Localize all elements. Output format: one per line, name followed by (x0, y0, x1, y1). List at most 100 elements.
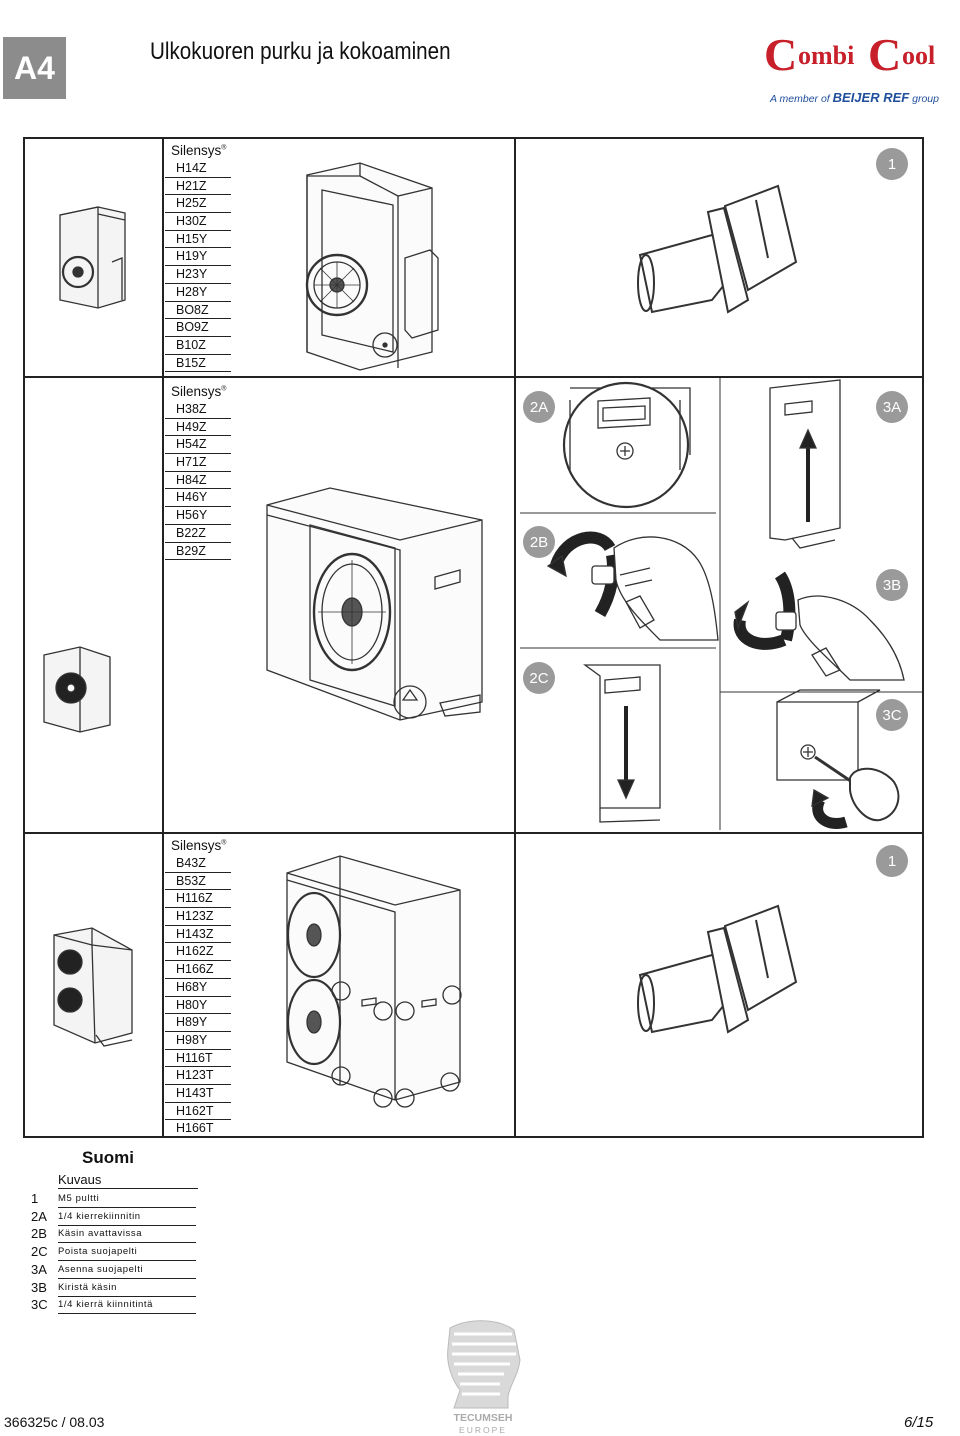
model-code: H28Y (165, 284, 231, 302)
unit-drawing-large (286, 855, 462, 1108)
model-code: H143T (165, 1085, 231, 1103)
step-2c-panel (583, 664, 661, 823)
bolt-drawing-3 (637, 904, 798, 1034)
step-3a-panel (769, 379, 841, 549)
model-code: H23Y (165, 266, 231, 284)
legend-row: 2A 1/4 kierrekiinnitin (28, 1208, 198, 1226)
model-code: H49Z (165, 419, 231, 437)
legend-key: 2C (31, 1244, 48, 1260)
model-code: B29Z (165, 543, 231, 561)
legend-language: Suomi (82, 1148, 134, 1167)
legend-row: 2B Käsin avattavissa (28, 1225, 198, 1244)
step-3a-marker: 3A (876, 391, 908, 423)
page-number: 6/15 (904, 1414, 934, 1431)
model-code: H123T (165, 1067, 231, 1085)
model-code: H162T (165, 1103, 231, 1121)
legend-key: 2B (31, 1226, 47, 1242)
legend-description: Käsin avattavissa (58, 1228, 196, 1244)
step-3c-marker: 3C (876, 699, 908, 731)
legend-key: 3C (31, 1297, 48, 1313)
model-code: B43Z (165, 855, 231, 873)
model-code: H80Y (165, 997, 231, 1015)
brand-label: Silensys® (171, 143, 227, 158)
step-2b-hand (546, 531, 719, 641)
model-code: H19Y (165, 248, 231, 267)
step-3c-screwdriver (776, 689, 900, 829)
unit-thumbnail-large (53, 927, 133, 1047)
legend-row: 1 M5 pultti (28, 1190, 198, 1208)
unit-drawing-small (305, 162, 439, 371)
legend-description: 1/4 kierrä kiinnitintä (58, 1299, 196, 1315)
bolt-drawing-1 (637, 184, 798, 314)
page-title: Ulkokuoren purku ja kokoaminen (150, 38, 451, 65)
model-code: H56Y (165, 507, 231, 525)
step-2a-marker: 2A (523, 391, 555, 423)
unit-thumbnail-medium (43, 646, 111, 733)
model-code: H116Z (165, 890, 231, 909)
unit-drawing-medium (266, 487, 483, 721)
model-code: B22Z (165, 525, 231, 543)
model-code: B15Z (165, 355, 231, 373)
model-code: H116T (165, 1050, 231, 1068)
model-code: H89Y (165, 1014, 231, 1032)
model-code: H143Z (165, 926, 231, 944)
combi-cool-logo: C ombi C ool A member of BEIJER REF grou… (764, 29, 939, 105)
model-code: H166T (165, 1120, 231, 1138)
model-code: H46Y (165, 489, 231, 508)
legend-key: 3B (31, 1279, 47, 1295)
model-code: H38Z (165, 401, 231, 419)
legend-key: 2A (31, 1208, 47, 1224)
model-code: H166Z (165, 961, 231, 979)
legend-key: 1 (31, 1191, 39, 1206)
logo-ool: ool (902, 41, 935, 70)
logo-ombi: ombi (798, 41, 854, 70)
legend-row: 3B Kiristä käsin (28, 1279, 198, 1297)
model-code: H15Y (165, 231, 231, 249)
legend-row: 2C Poista suojapelti (28, 1243, 198, 1262)
model-code: H14Z (165, 160, 231, 178)
legend-key: 3A (31, 1261, 47, 1277)
step-1-marker-bottom: 1 (876, 845, 908, 877)
model-code: H123Z (165, 908, 231, 926)
model-code: H98Y (165, 1032, 231, 1050)
brand-label: Silensys® (171, 384, 227, 399)
step-3b-marker: 3B (876, 569, 908, 601)
step-1-marker: 1 (876, 148, 908, 180)
tecumseh-name: TECUMSEH (454, 1412, 513, 1424)
legend-description: M5 pultti (58, 1193, 196, 1208)
legend-description: Kiristä käsin (58, 1282, 196, 1297)
section-badge: A4 (3, 37, 66, 99)
model-code: H21Z (165, 178, 231, 196)
model-code: H25Z (165, 195, 231, 214)
unit-thumbnail-small (59, 206, 126, 309)
model-code: BO8Z (165, 302, 231, 320)
model-code: H68Y (165, 979, 231, 997)
legend-header: Kuvaus (58, 1172, 102, 1187)
step-2c-marker: 2C (523, 662, 555, 694)
logo-c2: C (868, 29, 901, 80)
legend-divider (58, 1188, 198, 1189)
model-code: H84Z (165, 472, 231, 490)
step-2a-inset (562, 381, 691, 509)
model-code: B10Z (165, 337, 231, 355)
logo-tagline: A member of BEIJER REF group (769, 90, 939, 105)
logo-c1: C (764, 29, 797, 80)
tecumseh-region: EUROPE (459, 1425, 507, 1435)
model-code: H162Z (165, 943, 231, 962)
model-code: BO9Z (165, 319, 231, 337)
step-2b-marker: 2B (523, 526, 555, 558)
model-code: H54Z (165, 436, 231, 455)
brand-label: Silensys® (171, 838, 227, 853)
legend-description: 1/4 kierrekiinnitin (58, 1211, 196, 1226)
legend-description: Poista suojapelti (58, 1246, 196, 1262)
document-number: 366325c / 08.03 (4, 1414, 105, 1430)
tecumseh-logo: TECUMSEH EUROPE (447, 1320, 521, 1435)
step-3b-hand (733, 571, 905, 681)
model-code: H30Z (165, 213, 231, 231)
model-code: H71Z (165, 454, 231, 472)
